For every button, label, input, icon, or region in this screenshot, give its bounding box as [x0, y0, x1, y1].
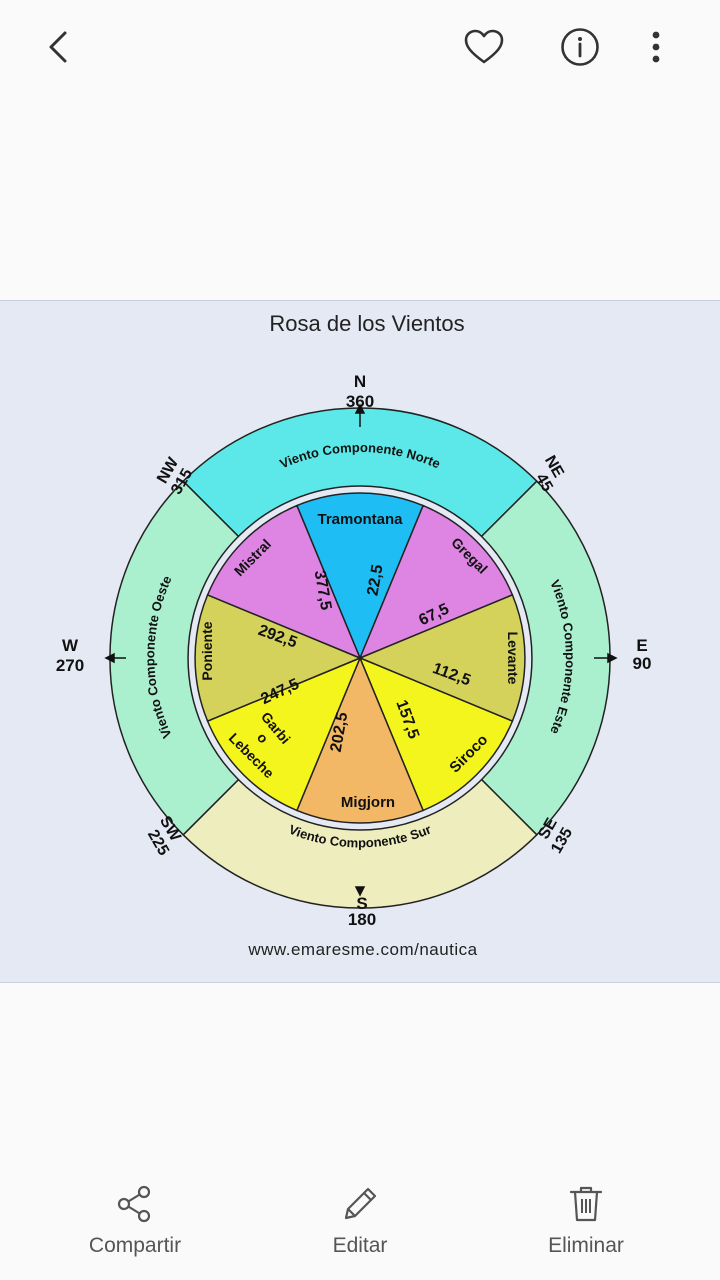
degree-337-5: 377,5 — [311, 569, 335, 611]
northeast-degrees: 45 — [532, 471, 556, 495]
siroco-wedge — [358, 656, 514, 812]
bottom-action-bar: Compartir Editar Eliminar — [0, 1170, 720, 1280]
north-component-ring — [182, 407, 538, 538]
heart-outline-icon — [464, 29, 504, 64]
trash-icon — [569, 1186, 603, 1222]
levante-wedge — [358, 593, 526, 723]
top-app-bar — [0, 0, 720, 96]
north-degrees: 360 — [346, 392, 374, 411]
west-degrees: 270 — [56, 656, 84, 675]
wind-rose-image: Rosa de los Vientos Viento Componente No… — [56, 311, 652, 959]
back-button[interactable] — [30, 17, 90, 77]
more-options-button[interactable] — [626, 17, 686, 77]
image-title: Rosa de los Vientos — [269, 311, 464, 336]
garbi-wedge — [206, 656, 362, 812]
south-component-ring — [182, 778, 538, 909]
poniente-wedge — [194, 593, 362, 723]
info-button[interactable] — [550, 17, 610, 77]
south-degrees: 180 — [348, 910, 376, 929]
chevron-left-icon — [49, 31, 67, 63]
delete-button[interactable]: Eliminar — [506, 1184, 666, 1274]
wind-wedges — [194, 492, 526, 824]
favorite-button[interactable] — [454, 17, 514, 77]
gregal-wedge — [358, 504, 514, 660]
south-letter: S — [356, 894, 367, 913]
delete-label: Eliminar — [548, 1234, 624, 1257]
edit-button[interactable]: Editar — [280, 1184, 440, 1274]
east-degrees: 90 — [633, 654, 652, 673]
degree-22-5: 22,5 — [364, 563, 386, 597]
migjorn-label: Migjorn — [341, 794, 395, 811]
east-component-ring — [480, 480, 611, 836]
share-icon — [117, 1185, 151, 1223]
mistral-wedge — [206, 504, 362, 660]
share-button[interactable]: Compartir — [55, 1184, 215, 1274]
pencil-icon — [344, 1187, 377, 1220]
migjorn-wedge — [295, 656, 425, 824]
source-url: www.emaresme.com/nautica — [247, 940, 477, 959]
west-component-ring — [109, 480, 240, 836]
tramontana-label: Tramontana — [317, 511, 403, 528]
north-letter: N — [354, 372, 366, 391]
info-circle-icon — [561, 28, 599, 66]
share-label: Compartir — [88, 1234, 182, 1257]
levante-label: Levante — [505, 632, 521, 685]
cardinal-arrows — [104, 403, 618, 897]
degree-202-5: 202,5 — [328, 711, 352, 753]
west-letter: W — [62, 636, 79, 655]
tramontana-wedge — [295, 492, 425, 660]
edit-label: Editar — [332, 1234, 388, 1257]
image-viewer[interactable]: Rosa de los Vientos Viento Componente No… — [0, 300, 720, 983]
poniente-label: Poniente — [199, 621, 215, 680]
east-letter: E — [636, 636, 647, 655]
more-vertical-icon — [652, 31, 660, 63]
